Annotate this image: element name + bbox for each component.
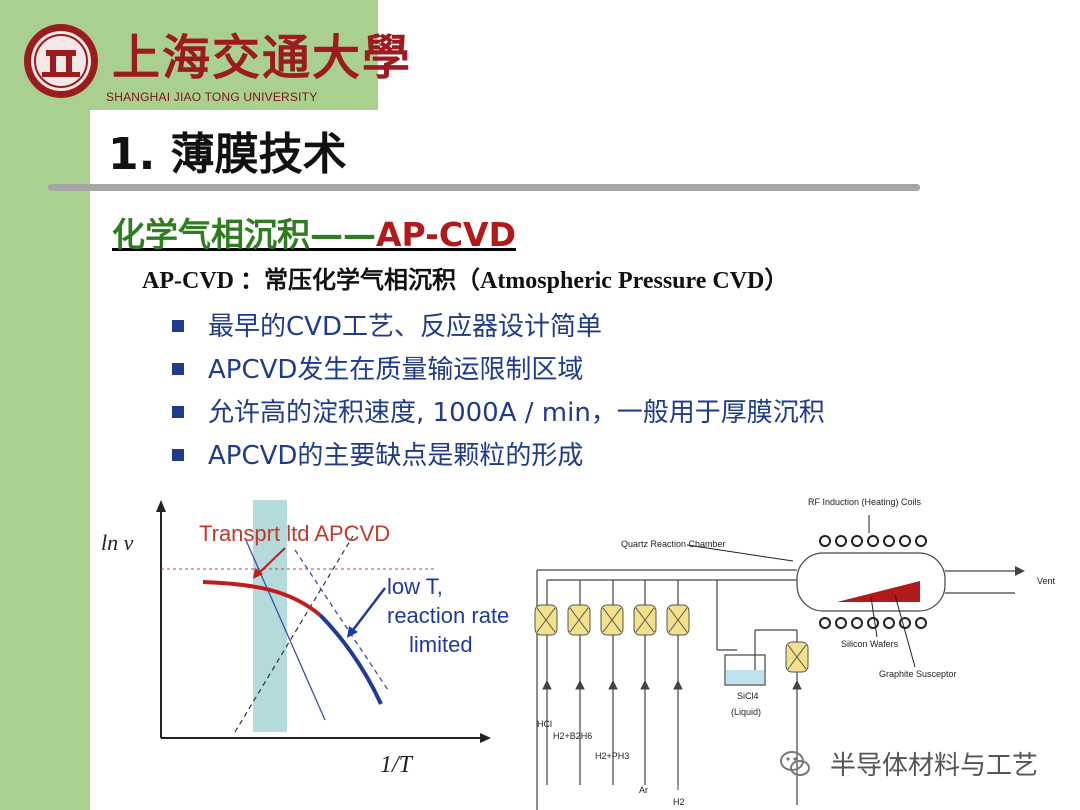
y-axis-label: ln v xyxy=(101,530,134,555)
wechat-icon xyxy=(780,751,810,776)
wafers-leader xyxy=(870,596,878,638)
bullet-text: 最早的CVD工艺、反应器设计简单 xyxy=(208,312,602,342)
bullet-square-icon xyxy=(172,406,184,418)
deposition-rate-plot: ln v 1/T Transprt ltd APCVD low T, react… xyxy=(101,500,509,778)
valve-icon xyxy=(534,604,558,636)
bullet-text: APCVD的主要缺点是颗粒的形成 xyxy=(208,441,584,471)
watermark-text: 半导体材料与工艺 xyxy=(830,751,1039,781)
wafers-label: Silicon Wafers xyxy=(841,639,899,649)
vent-arrow-icon xyxy=(1015,566,1025,576)
transport-arrow-head-icon xyxy=(253,568,263,579)
definition-en: Atmospheric Pressure CVD xyxy=(479,268,765,294)
h2-label: H2 xyxy=(673,797,685,807)
bullet-item: APCVD的主要缺点是颗粒的形成 xyxy=(170,437,825,480)
chamber-label: Quartz Reaction Chamber xyxy=(621,539,726,549)
valve-icon xyxy=(600,604,624,636)
low-t-label-line2: reaction rate xyxy=(387,603,509,628)
low-t-label-line3: limited xyxy=(409,632,473,657)
transport-limited-label: Transprt ltd APCVD xyxy=(199,521,390,546)
valve-icon xyxy=(666,604,690,636)
dashed-asymptote-1 xyxy=(234,535,354,733)
apcvd-apparatus-diagram: RF Induction (Heating) Coils Quartz Reac… xyxy=(534,497,1056,810)
title-divider xyxy=(48,184,920,191)
transport-label-arrow xyxy=(257,547,286,575)
transport-limited-curve xyxy=(202,580,322,617)
dashed-asymptote-2 xyxy=(294,549,389,691)
flow-valves xyxy=(534,604,809,673)
rf-coils-label: RF Induction (Heating) Coils xyxy=(808,497,922,507)
bullet-square-icon xyxy=(172,449,184,461)
bullet-square-icon xyxy=(172,320,184,332)
bullet-list: 最早的CVD工艺、反应器设计简单 APCVD发生在质量输运限制区域 允许高的淀积… xyxy=(170,308,825,480)
h2-ph3-label: H2+PH3 xyxy=(595,751,629,761)
valve-icon xyxy=(785,641,809,673)
susceptor-label: Graphite Susceptor xyxy=(879,669,957,679)
left-sidebar-band xyxy=(0,0,90,810)
page-title: 1. 薄膜技术 xyxy=(108,129,347,180)
rf-coil-bottom-row xyxy=(819,617,927,629)
definition-close: ） xyxy=(764,266,789,294)
liquid-sicl4 xyxy=(726,670,764,684)
definition-line: AP-CVD ：常压化学气相沉积（Atmospheric Pressure CV… xyxy=(142,260,788,295)
reaction-limited-curve xyxy=(318,613,383,705)
chamber-leader xyxy=(686,544,794,562)
definition-cn: 常压化学气相沉积（ xyxy=(263,266,480,294)
vent-label: Vent xyxy=(1037,576,1056,586)
sicl4-bubbler xyxy=(724,654,766,686)
x-axis-arrow-icon xyxy=(480,733,491,743)
university-seal-icon xyxy=(24,24,98,98)
definition-term: AP-CVD ： xyxy=(142,268,264,294)
bullet-item: 允许高的淀积速度, 1000A / min，一般用于厚膜沉积 xyxy=(170,394,825,437)
bullet-square-icon xyxy=(172,363,184,375)
section-heading-red: AP-CVD xyxy=(376,215,516,254)
sicl4-label: SiCl4 xyxy=(737,691,759,701)
bullet-item: APCVD发生在质量输运限制区域 xyxy=(170,351,825,394)
valve-icon xyxy=(567,604,591,636)
bullet-text: APCVD发生在质量输运限制区域 xyxy=(208,355,584,385)
valve-icon xyxy=(633,604,657,636)
low-t-arrow-head-icon xyxy=(347,626,358,638)
ar-label: Ar xyxy=(639,785,648,795)
hcl-label: HCl xyxy=(537,719,552,729)
section-heading: 化学气相沉积——AP-CVD xyxy=(112,208,516,256)
section-heading-green: 化学气相沉积—— xyxy=(112,215,376,254)
susceptor-leader xyxy=(894,594,916,668)
low-t-label-arrow xyxy=(352,587,386,631)
h2-b2h6-label: H2+B2H6 xyxy=(553,731,592,741)
y-axis-arrow-icon xyxy=(156,500,166,512)
reaction-limited-line xyxy=(244,537,326,721)
liquid-label: (Liquid) xyxy=(731,707,761,717)
x-axis-label: 1/T xyxy=(380,752,414,778)
graphite-susceptor-with-wafers xyxy=(837,581,920,602)
rf-coil-top-row xyxy=(819,535,927,547)
quartz-reaction-chamber xyxy=(796,552,946,612)
bullet-text: 允许高的淀积速度, 1000A / min，一般用于厚膜沉积 xyxy=(208,398,825,428)
inlet-arrows xyxy=(542,679,802,790)
low-t-label-line1: low T, xyxy=(387,574,443,599)
university-name-cn: 上海交通大學 xyxy=(112,30,413,86)
university-name-en: SHANGHAI JIAO TONG UNIVERSITY xyxy=(106,90,318,104)
bullet-item: 最早的CVD工艺、反应器设计简单 xyxy=(170,308,825,351)
